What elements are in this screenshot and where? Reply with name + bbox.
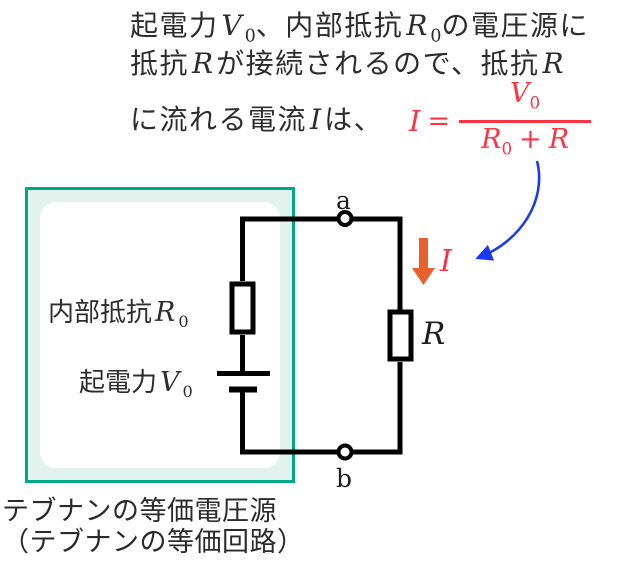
figure-caption: テブナンの等価電圧源 （テブナンの等価回路）	[2, 496, 305, 558]
caption-line-2: （テブナンの等価回路）	[2, 527, 305, 557]
formula-lhs: I	[409, 104, 421, 139]
load-resistor-label: R	[422, 316, 446, 352]
current-direction-arrow-icon	[412, 238, 435, 285]
terminal-b-label: b	[336, 464, 353, 493]
formula-fraction: V0 R0+R	[459, 78, 592, 164]
wire-bottom	[240, 362, 403, 455]
formula-pointer-arrow-icon	[475, 160, 541, 261]
formula-numerator: V0	[510, 78, 541, 113]
terminal-a	[336, 210, 354, 227]
resistor-r0	[229, 281, 256, 335]
resistor-r	[387, 309, 414, 362]
caption-line-1: テブナンの等価電圧源	[2, 496, 277, 526]
current-formula: I = V0 R0+R	[409, 78, 592, 164]
formula-equals: =	[427, 105, 451, 137]
formula-denominator: R0+R	[481, 124, 570, 159]
fraction-bar	[459, 120, 592, 124]
battery-symbol	[217, 371, 270, 393]
terminal-a-label: a	[336, 186, 351, 215]
circuit-wires	[240, 216, 403, 455]
terminal-b	[336, 443, 354, 461]
current-label: I	[440, 244, 452, 279]
wire-top	[240, 216, 403, 310]
